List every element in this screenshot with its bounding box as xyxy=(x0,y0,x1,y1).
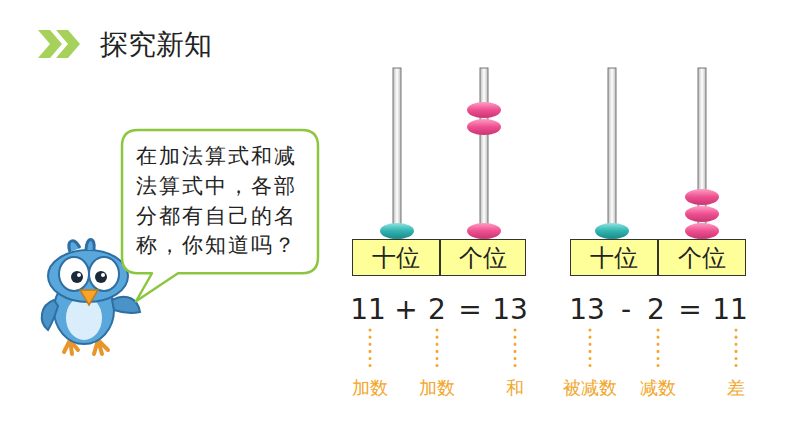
term-name: 差 xyxy=(727,376,745,400)
equation-number: 11 xyxy=(350,293,386,326)
bubble-shape xyxy=(122,130,318,301)
speech-bubble: 在加法算式和减法算式中，各部分都有自己的名称，你知道吗？ xyxy=(122,130,318,273)
abacus-beads xyxy=(380,102,719,239)
bubble-text: 在加法算式和减法算式中，各部分都有自己的名称，你知道吗？ xyxy=(136,142,304,261)
equation-number: 2 xyxy=(647,293,665,326)
term-name: 减数 xyxy=(640,376,676,400)
chevron-icon xyxy=(38,30,80,58)
slide-title: 探究新知 xyxy=(100,26,212,64)
equation-number: 13 xyxy=(569,293,605,326)
place-value-cell: 十位 xyxy=(352,239,440,276)
place-value-cell: 个位 xyxy=(440,239,526,276)
equation-operator: - xyxy=(621,293,631,326)
place-value-label: 个位 xyxy=(678,242,726,274)
term-name: 和 xyxy=(506,376,524,400)
equation-number: 2 xyxy=(428,293,446,326)
place-value-label: 个位 xyxy=(459,242,507,274)
term-name: 被减数 xyxy=(563,376,617,400)
term-name: 加数 xyxy=(352,376,388,400)
term-name: 加数 xyxy=(419,376,455,400)
place-value-label: 十位 xyxy=(590,242,638,274)
place-value-cell: 个位 xyxy=(658,239,746,276)
equation-number: 11 xyxy=(712,293,748,326)
equation-operator: = xyxy=(678,293,701,326)
leader-lines xyxy=(370,330,736,366)
equation-operator: = xyxy=(458,293,481,326)
equation-operator: + xyxy=(394,293,417,326)
place-value-label: 十位 xyxy=(372,242,420,274)
place-value-cell: 十位 xyxy=(570,239,658,276)
equation-number: 13 xyxy=(492,293,528,326)
abacus-rods xyxy=(393,68,706,240)
